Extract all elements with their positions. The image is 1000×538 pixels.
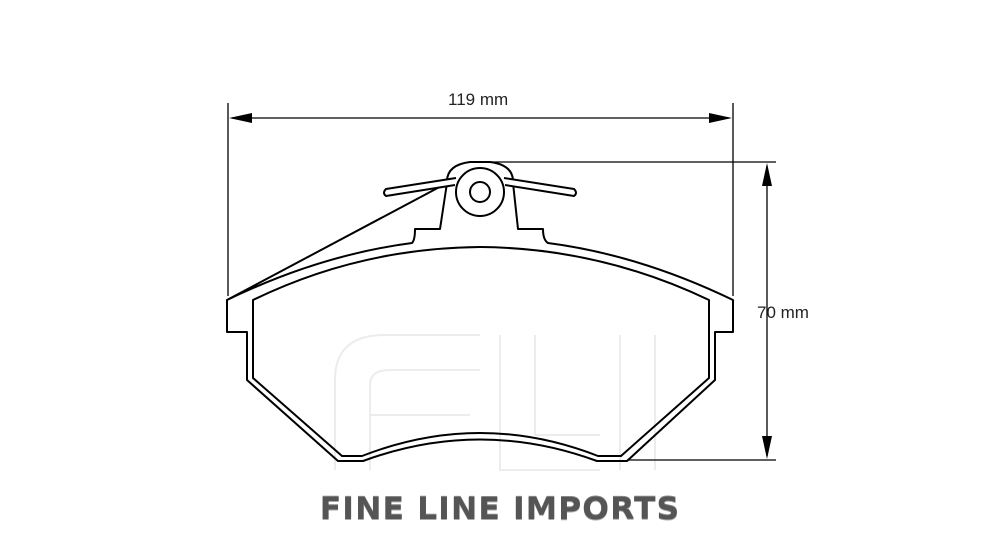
width-dimension (227, 103, 734, 296)
height-label: 70 mm (757, 303, 809, 322)
height-dimension (478, 161, 776, 461)
company-logo: FINE LINE IMPORTS (319, 492, 681, 527)
width-label: 119 mm (448, 90, 509, 109)
watermark-fli (334, 334, 656, 471)
brake-pad-outline (226, 161, 734, 462)
